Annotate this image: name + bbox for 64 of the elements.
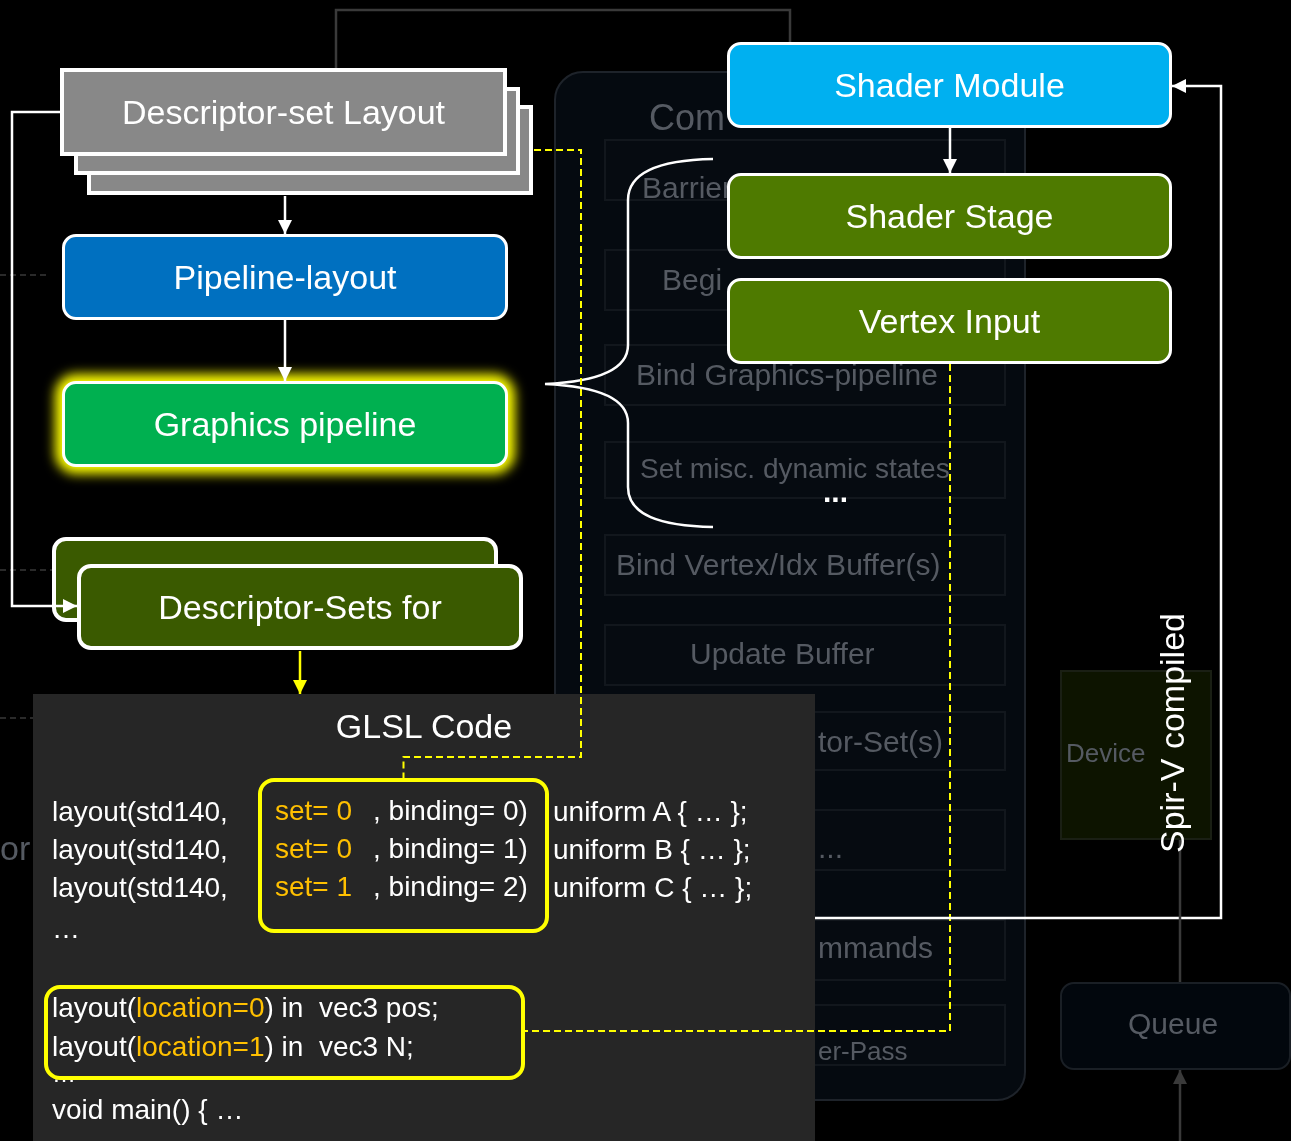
code-text: , binding= 1) (373, 832, 528, 866)
code-text: , binding= 2) (373, 870, 528, 904)
code-line: void main() { … (52, 1093, 244, 1127)
code-panel (33, 694, 815, 1141)
highlighted-box (62, 381, 508, 467)
code-text: layout( (52, 992, 137, 1023)
arrow (293, 651, 307, 694)
code-line: layout(std140, (52, 795, 228, 829)
arrow (1173, 1070, 1187, 1141)
box-label: Pipeline-layout (173, 256, 397, 298)
faded-label: Com (649, 96, 725, 140)
highlight-box (258, 778, 549, 933)
faded-label: Begi (662, 262, 723, 298)
connector-line (334, 8, 792, 68)
faded-label: Bind Vertex/Idx Buffer(s) (616, 547, 941, 583)
faded-label: mmands (818, 930, 934, 966)
box-label: Shader Stage (845, 195, 1054, 237)
box-label: Device (1066, 738, 1146, 770)
code-text: ) in vec3 N; (264, 1031, 414, 1062)
queue-box (1060, 982, 1291, 1070)
code-text: , binding= 0) (373, 794, 528, 828)
box-label: Descriptor-Sets for (158, 586, 442, 628)
panel-heading: GLSL Code (334, 706, 514, 747)
faded-label: Update Buffer (690, 636, 875, 672)
code-line: … (52, 912, 80, 946)
code-text: set= 1 (275, 870, 353, 904)
connector-line (524, 363, 951, 1032)
connector-line (1178, 840, 1182, 982)
edge-label: Spir-V compiled (1151, 613, 1192, 853)
stacked-card (60, 68, 534, 196)
highlight-box (44, 985, 525, 1080)
arrow (10, 110, 77, 613)
process-box (727, 173, 1172, 259)
box-label: Descriptor-set Layout (121, 91, 446, 133)
code-text: location=0 (136, 992, 265, 1023)
code-line: uniform B { … }; (553, 833, 751, 867)
faded-label: er-Pass (818, 1036, 908, 1068)
box-label: Graphics pipeline (153, 403, 417, 445)
stacked-card (52, 537, 524, 651)
box-label: Queue (1128, 1006, 1219, 1042)
code-line: uniform A { … }; (553, 795, 748, 829)
process-box (727, 42, 1172, 128)
faded-label: ... (818, 830, 843, 866)
faded-label: or (0, 828, 31, 869)
code-text: set= 0 (275, 832, 353, 866)
code-text: layout( (52, 1031, 137, 1062)
faded-label: Set misc. dynamic states (640, 452, 950, 486)
code-line: layout(std140, (52, 833, 228, 867)
code-text: location=1 (136, 1031, 265, 1062)
code-line: layout(std140, (52, 871, 228, 905)
arrow (278, 196, 292, 234)
process-box (62, 234, 508, 320)
code-text: ) in vec3 pos; (264, 992, 439, 1023)
code-line: uniform C { … }; (553, 871, 753, 905)
box-label: Shader Module (834, 64, 1065, 106)
faded-label: tor-Set(s) (818, 724, 943, 760)
faded-label: Bind Graphics-pipeline (636, 357, 938, 393)
connector-line (402, 149, 582, 779)
box-label: Vertex Input (858, 300, 1041, 342)
process-box (727, 278, 1172, 364)
arrow (815, 79, 1223, 920)
arrow (278, 320, 292, 381)
code-text: set= 0 (275, 794, 353, 828)
arrow (943, 128, 957, 173)
